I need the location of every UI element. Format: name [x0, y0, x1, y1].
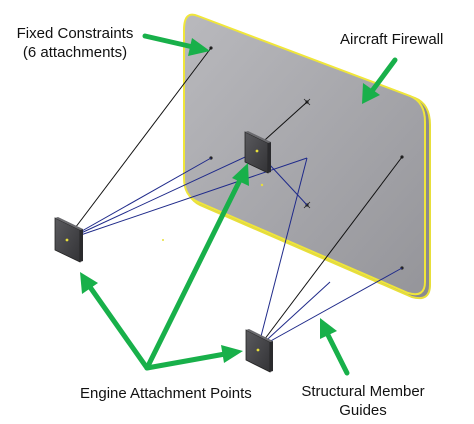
label-fixed-constraints-line1: Fixed Constraints [16, 25, 134, 42]
arrow-fixed-constraints [142, 33, 196, 50]
arrow-structural [325, 332, 350, 376]
arrow-head [320, 318, 337, 339]
label-fixed-constraints-line2: (6 attachments) [22, 44, 128, 61]
mount-plate-center [244, 131, 271, 174]
stray-point [162, 239, 164, 241]
guide-line [65, 151, 257, 241]
guide-line [257, 267, 403, 349]
constraint-line [65, 47, 212, 241]
arrow-head [232, 163, 249, 186]
guide-line [257, 281, 331, 349]
arrow-engine-center [144, 177, 243, 371]
arrow-firewall [369, 57, 398, 94]
constraint-line [257, 156, 403, 349]
guide-line [257, 157, 308, 349]
arrow-head [362, 83, 380, 104]
arrow-head [188, 38, 210, 56]
firewall-panel [183, 13, 426, 296]
stray-point [260, 183, 264, 187]
label-aircraft-firewall: Aircraft Firewall [340, 31, 444, 48]
label-engine-attachment-points: Engine Attachment Points [80, 385, 252, 402]
label-structural-member-line2: Guides [339, 402, 387, 419]
arrow-engine-left [87, 284, 150, 371]
arrow-engine-bottom [144, 351, 228, 371]
mount-plate-left [54, 217, 83, 263]
guide-line [65, 157, 212, 241]
arrow-head [221, 345, 243, 363]
arrow-head [80, 272, 98, 294]
label-fixed-constraints: Fixed Constraints (6 attachments) [12, 24, 138, 62]
label-structural-member-line1: Structural Member [301, 383, 425, 400]
callout-arrows [80, 33, 398, 376]
mount-plate-bottom [245, 329, 273, 373]
label-structural-member-guides: Structural Member Guides [295, 382, 431, 420]
